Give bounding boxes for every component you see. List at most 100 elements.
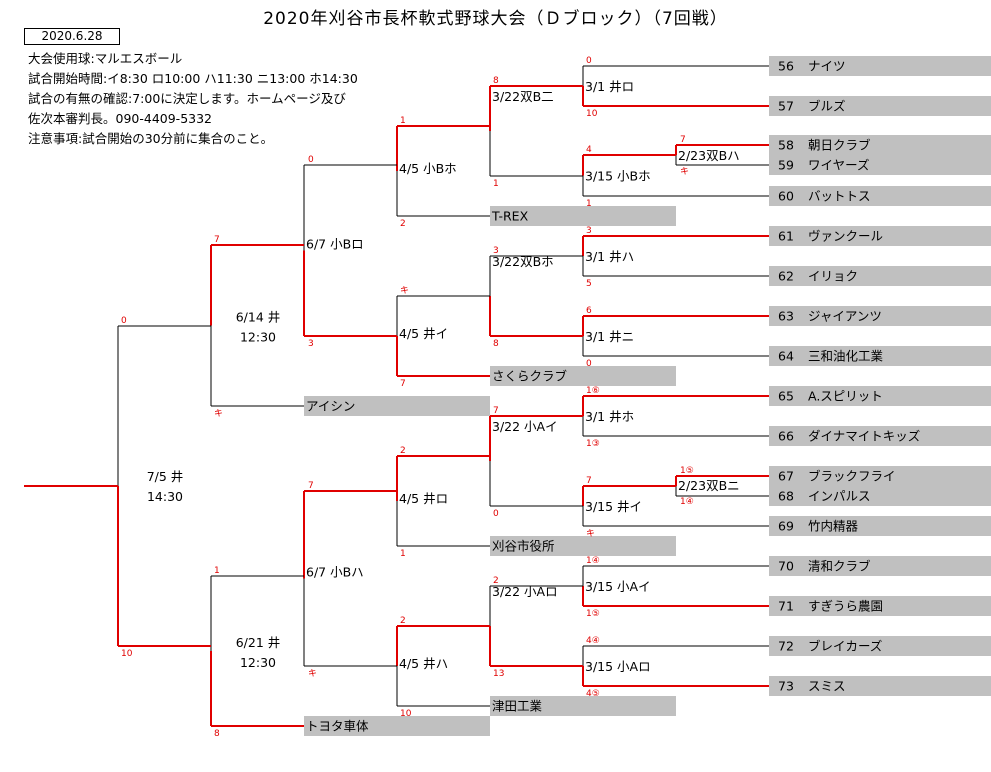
team-number: 66	[778, 429, 794, 444]
match-label: 3/1 井ホ	[585, 409, 634, 424]
team-name: ナイツ	[808, 59, 846, 74]
team-bar	[769, 596, 991, 616]
team-number: 64	[778, 349, 794, 364]
team-name: ブラックフライ	[808, 469, 896, 484]
match-label: 6/7 小Bハ	[306, 565, 364, 580]
seeded-team-bar	[304, 716, 490, 736]
team-bar	[769, 56, 991, 76]
score-label: 7	[586, 476, 592, 486]
team-number: 62	[778, 269, 794, 284]
match-label: 3/1 井ハ	[585, 249, 634, 264]
match-label: 3/22双Bホ	[492, 254, 554, 269]
score-label: キ	[400, 286, 409, 296]
match-label: 3/15 井イ	[585, 499, 642, 514]
team-number: 67	[778, 469, 794, 484]
score-label: 1	[493, 179, 499, 189]
team-number: 58	[778, 138, 794, 153]
match-label: 4/5 井イ	[399, 326, 448, 341]
score-label: 7	[308, 481, 314, 491]
score-label: キ	[214, 409, 223, 419]
team-number: 70	[778, 559, 794, 574]
info-line-confirm: 試合の有無の確認:7:00に決定します。ホームページ及び	[28, 91, 346, 106]
final-time: 14:30	[147, 489, 183, 504]
score-label: 2	[400, 446, 406, 456]
seeded-team-bar	[490, 696, 676, 716]
score-label: 7	[400, 379, 406, 389]
score-label: 0	[308, 155, 314, 165]
match-label: 3/15 小Aイ	[585, 579, 651, 594]
match-label: 2/23双Bニ	[678, 478, 740, 493]
match-label: 3/15 小Bホ	[585, 169, 651, 184]
team-bar	[769, 636, 991, 656]
score-label: 1④	[680, 497, 694, 507]
team-bar	[769, 96, 991, 116]
team-number: 60	[778, 189, 794, 204]
score-label: 10	[400, 709, 412, 719]
score-label: 2	[400, 616, 406, 626]
team-name: バットトス	[808, 189, 871, 204]
score-label: 10	[586, 109, 598, 119]
seeded-team-bar	[490, 366, 676, 386]
team-number: 69	[778, 519, 794, 534]
team-number: 59	[778, 158, 794, 173]
score-label: 8	[214, 729, 220, 739]
score-label: 8	[493, 76, 499, 86]
team-name: スミス	[808, 679, 846, 694]
match-label: 4/5 小Bホ	[399, 161, 457, 176]
match-label: 6/21 井	[236, 635, 281, 650]
score-label: 0	[121, 316, 127, 326]
match-label: 3/1 井ニ	[585, 329, 634, 344]
team-name: ジャイアンツ	[808, 309, 882, 324]
team-number: 73	[778, 679, 794, 694]
team-name: 清和クラブ	[808, 559, 871, 574]
match-time: 12:30	[240, 655, 276, 670]
team-bar	[769, 226, 991, 246]
team-number: 65	[778, 389, 794, 404]
score-label: 4	[586, 145, 592, 155]
score-label: 2	[493, 576, 499, 586]
score-label: 8	[493, 339, 499, 349]
team-name: イリョク	[808, 269, 858, 284]
score-label: 3	[308, 339, 314, 349]
team-number: 63	[778, 309, 794, 324]
seeded-team-name: 津田工業	[492, 699, 543, 714]
score-label: 7	[214, 235, 220, 245]
team-bar	[769, 676, 991, 696]
team-number: 68	[778, 489, 794, 504]
match-label: 6/7 小Bロ	[306, 237, 364, 252]
score-label: 13	[493, 669, 504, 679]
team-name: ブレイカーズ	[808, 639, 882, 654]
team-number: 56	[778, 59, 794, 74]
info-line-notice: 注意事項:試合開始の30分前に集合のこと。	[28, 131, 274, 146]
team-bar	[769, 346, 991, 366]
team-bar	[769, 155, 991, 175]
match-label: 3/22双B二	[492, 89, 554, 104]
team-bar	[769, 386, 991, 406]
score-label: 4④	[586, 636, 600, 646]
team-number: 61	[778, 229, 794, 244]
team-number: 71	[778, 599, 794, 614]
info-line-referee: 佐次本審判長。090-4409-5332	[28, 111, 213, 126]
team-bar	[769, 516, 991, 536]
team-bar	[769, 486, 991, 506]
seeded-team-name: 刈谷市役所	[492, 539, 555, 554]
score-label: 7	[493, 406, 499, 416]
seeded-team-bar	[304, 396, 490, 416]
match-label: 2/23双Bハ	[678, 148, 740, 163]
team-name: A.スピリット	[808, 389, 883, 404]
score-label: 0	[586, 359, 592, 369]
score-label: キ	[586, 529, 595, 539]
match-label: 4/5 井ハ	[399, 656, 448, 671]
score-label: 7	[680, 135, 686, 145]
info-line-times: 試合開始時間:イ8:30 ロ10:00 ハ11:30 ニ13:00 ホ14:30	[28, 71, 358, 86]
team-name: インパルス	[808, 489, 871, 504]
score-label: 6	[586, 306, 592, 316]
date-box: 2020.6.28	[24, 28, 120, 45]
team-bar	[769, 266, 991, 286]
seeded-team-name: アイシン	[306, 399, 355, 414]
team-name: ダイナマイトキッズ	[808, 429, 920, 444]
score-label: 5	[586, 279, 592, 289]
seeded-team-name: さくらクラブ	[492, 369, 568, 384]
score-label: 1④	[586, 556, 600, 566]
score-label: 1	[400, 116, 406, 126]
